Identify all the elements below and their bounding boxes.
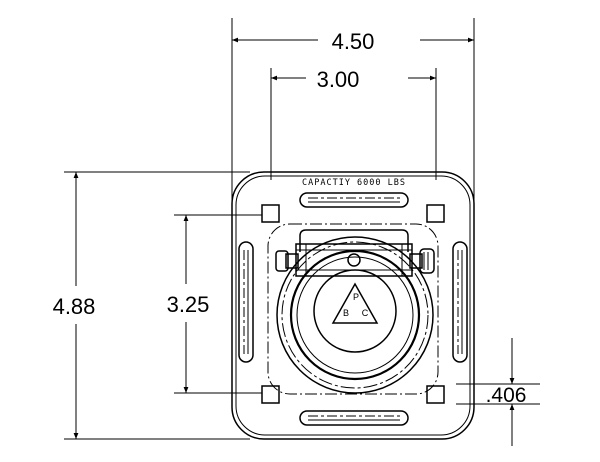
dimension-overall-height: 4.88 <box>53 171 250 440</box>
hinge-block <box>295 243 413 277</box>
plate-inner-edge <box>235 175 471 436</box>
overall-width-label: 4.50 <box>332 29 375 54</box>
overall-height-label: 4.88 <box>53 294 96 319</box>
base-plate: CAPACTIY 6000 LBS <box>231 171 475 440</box>
hole-spacing-height-label: 3.25 <box>167 292 210 317</box>
dimension-hole-spacing-width: 3.00 <box>270 67 437 180</box>
hinge-bracket <box>299 229 409 252</box>
center-hub <box>313 269 397 353</box>
bolt-head-left <box>275 250 289 272</box>
slot-top <box>299 192 409 208</box>
dimension-edge-offset: .406 <box>456 338 540 446</box>
logo-letter-c: C <box>362 308 369 318</box>
logo-triangle <box>331 282 379 324</box>
mounting-hole-bottom-left <box>261 385 280 404</box>
capacity-label: CAPACTIY 6000 LBS <box>302 178 406 188</box>
hinge-hole <box>347 253 361 267</box>
slot-bottom <box>299 410 409 426</box>
ring-outer-hidden <box>281 241 429 389</box>
slot-right <box>452 241 468 363</box>
ring-inner <box>296 256 414 374</box>
hole-spacing-width-label: 3.00 <box>317 67 360 92</box>
slot-left <box>238 241 254 363</box>
recess-outline <box>267 223 439 395</box>
pin-cap-left <box>285 253 299 269</box>
dimension-overall-width: 4.50 <box>231 18 475 200</box>
mounting-hole-top-right <box>426 204 445 223</box>
bolt-head-right <box>419 248 435 274</box>
logo-letter-p: P <box>353 292 359 302</box>
logo-letter-b: B <box>343 308 349 318</box>
d-ring-assembly: P B C <box>267 223 439 395</box>
edge-offset-label: .406 <box>486 384 527 407</box>
ring-body <box>289 249 421 381</box>
ring-outer <box>276 236 434 394</box>
mounting-hole-top-left <box>261 204 280 223</box>
dimension-hole-spacing-height: 3.25 <box>167 214 262 394</box>
mounting-hole-bottom-right <box>426 385 445 404</box>
plate-outline <box>231 171 475 440</box>
pin-cap-right <box>409 253 423 269</box>
